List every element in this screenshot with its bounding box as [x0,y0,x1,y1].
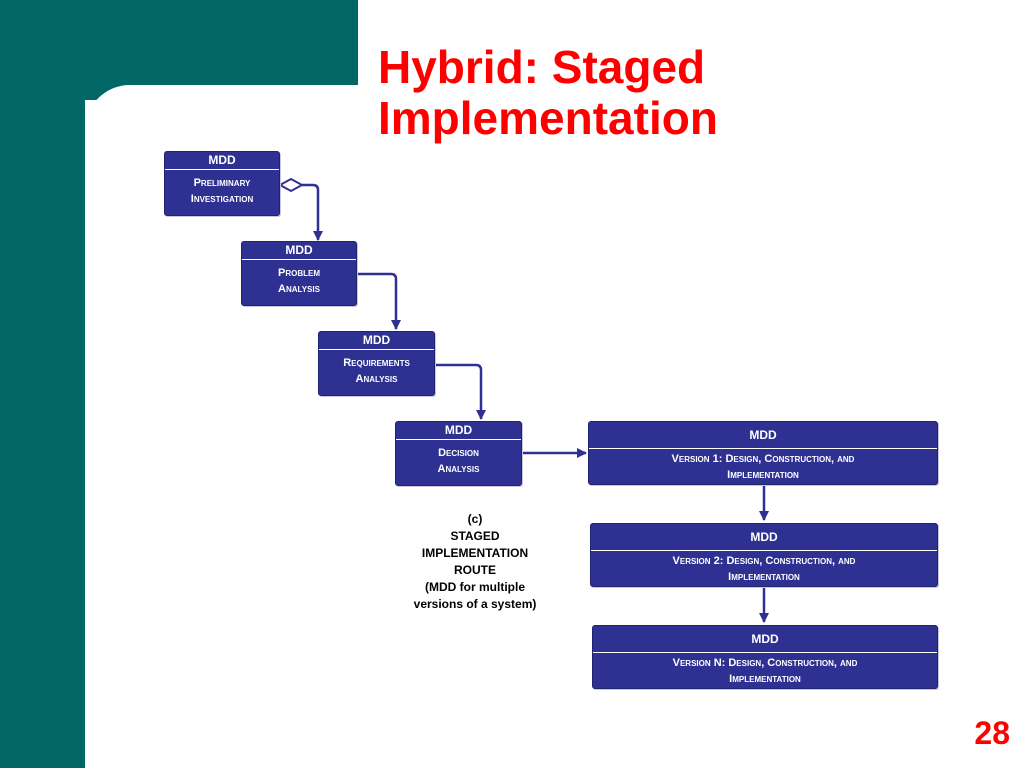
box-label: Version 1: Design, Construction, and Imp… [589,449,937,483]
box-label-line2: Implementation [729,673,801,685]
box-version-1: MDD Version 1: Design, Construction, and… [588,421,938,485]
box-label-line1: Version 2: Design, Construction, and [672,555,856,567]
caption-line: ROUTE [454,563,496,577]
box-label-line1: Requirements [343,357,410,369]
page-number: 28 [974,715,1010,751]
caption-line: (MDD for multiple [425,580,525,594]
box-label-line2: Analysis [278,283,320,295]
box-header: MDD [591,524,937,551]
box-label: Problem Analysis [242,260,356,297]
box-version-2: MDD Version 2: Design, Construction, and… [590,523,938,587]
box-label-line2: Investigation [190,193,254,205]
box-label-line2: Implementation [728,571,800,583]
box-header: MDD [589,422,937,449]
box-version-n: MDD Version N: Design, Construction, and… [592,625,938,689]
box-header: MDD [593,626,937,653]
diagram-caption: (c) STAGED IMPLEMENTATION ROUTE (MDD for… [395,511,555,613]
caption-line: (c) [467,512,483,526]
box-label-line1: Version 1: Design, Construction, and [671,453,855,465]
slide-title: Hybrid: Staged Implementation [378,42,718,144]
connector-preliminary-to-problem [302,183,323,241]
box-label: Preliminary Investigation [165,170,279,207]
box-label: Version N: Design, Construction, and Imp… [593,653,937,687]
connector-problem-to-requirements [357,272,401,330]
box-header: MDD [319,332,434,350]
box-label-line1: Problem [277,267,320,279]
box-problem-analysis: MDD Problem Analysis [241,241,357,306]
box-label-line2: Analysis [355,373,398,385]
connector-requirements-to-decision [435,363,486,420]
slide-title-line1: Hybrid: Staged [378,41,706,93]
aggregation-diamond-icon [277,177,305,193]
box-label-line1: Decision [438,447,479,459]
box-requirements-analysis: MDD Requirements Analysis [318,331,435,396]
box-header: MDD [396,422,521,440]
box-header: MDD [165,152,279,170]
box-label-line2: Implementation [727,469,799,481]
box-decision-analysis: MDD Decision Analysis [395,421,522,486]
box-label: Decision Analysis [396,440,521,477]
caption-line: versions of a system) [413,597,537,611]
box-label-line1: Version N: Design, Construction, and [672,657,858,669]
box-label-line2: Analysis [437,463,480,475]
box-preliminary-investigation: MDD Preliminary Investigation [164,151,280,216]
box-label: Requirements Analysis [319,350,434,387]
caption-line: IMPLEMENTATION [421,546,529,560]
box-label-line1: Preliminary [193,177,251,189]
box-header: MDD [242,242,356,260]
box-label: Version 2: Design, Construction, and Imp… [591,551,937,585]
caption-line: STAGED [450,529,500,543]
slide-title-line2: Implementation [378,92,718,144]
background-side-bar [0,0,85,768]
